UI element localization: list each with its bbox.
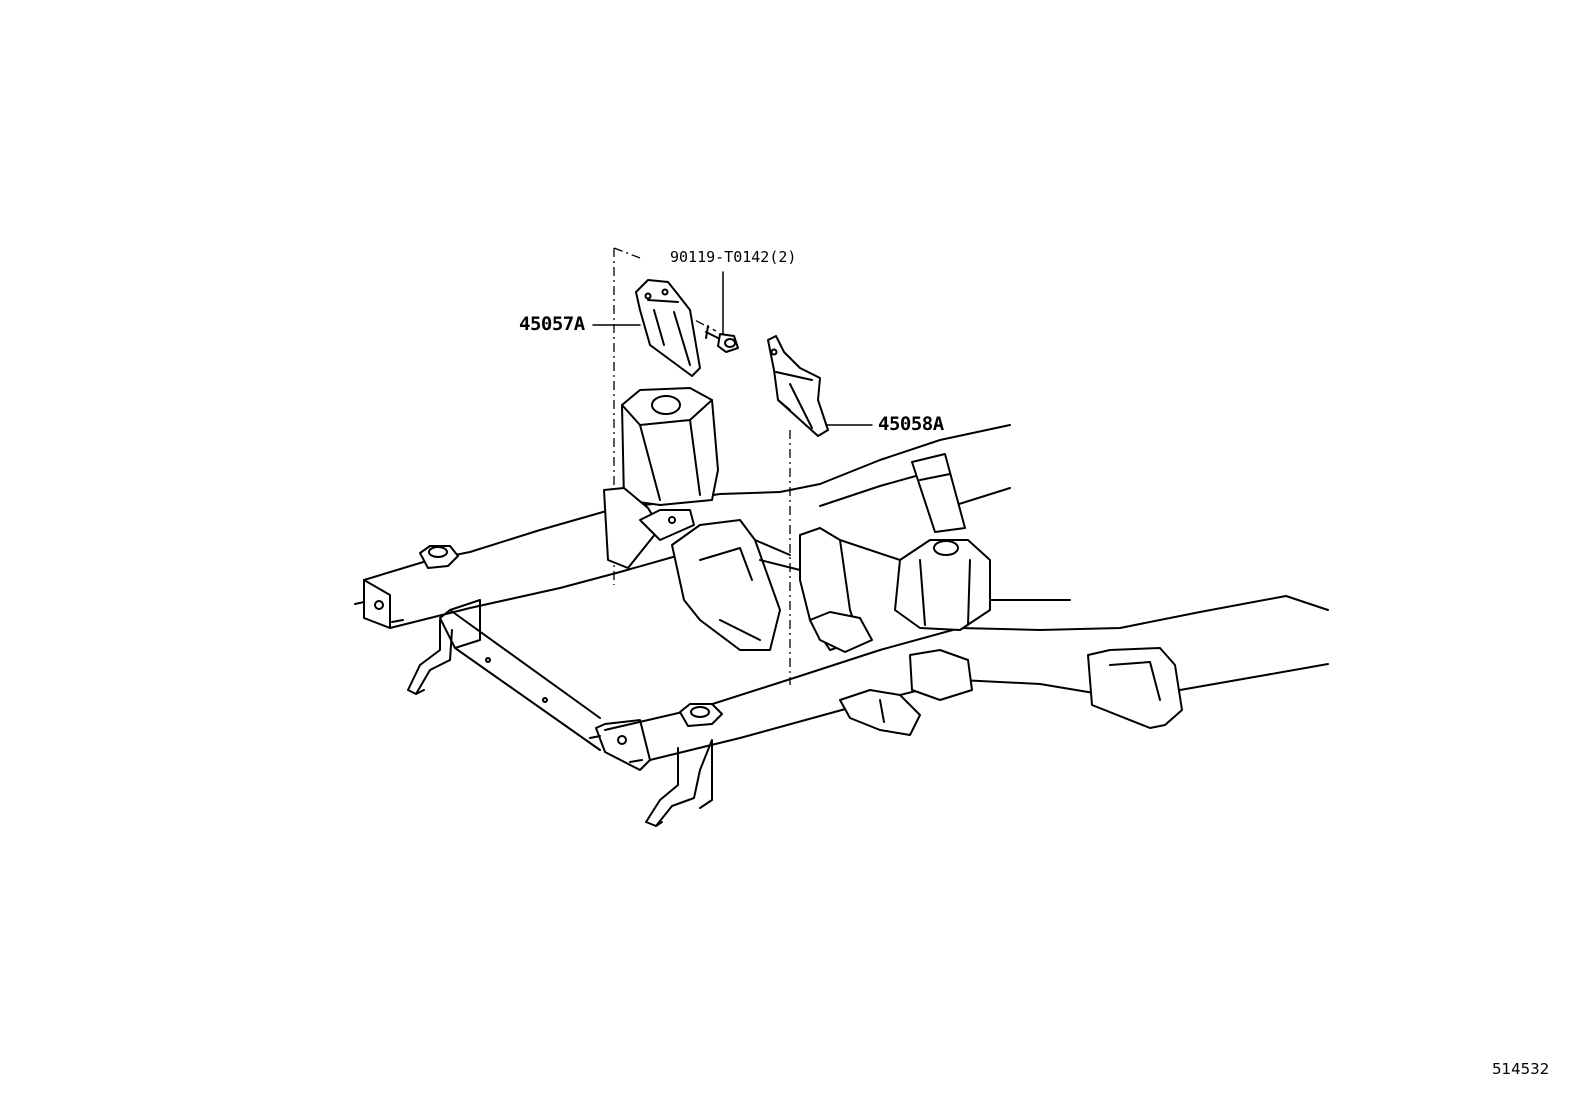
bracket-45057a [635, 279, 701, 377]
left-spring-tower [603, 387, 719, 569]
left-suspension [671, 519, 791, 651]
right-spring-tower [894, 453, 1071, 701]
bracket-left-callout: 45057A [519, 313, 585, 335]
bolt-callout: 90119-T0142(2) [670, 248, 797, 266]
bracket-right-callout: 45058A [878, 413, 944, 435]
right-frame-rail [589, 595, 1329, 771]
bracket-45058a [767, 335, 829, 437]
figure-id: 514532 [1492, 1060, 1550, 1078]
center-crossmember [759, 527, 931, 736]
rear-crossmember-bracket [1087, 647, 1183, 729]
front-crossmember [439, 599, 601, 751]
tow-hooks [407, 619, 713, 827]
bolt-90119 [705, 325, 739, 353]
leader-lines [592, 271, 873, 426]
